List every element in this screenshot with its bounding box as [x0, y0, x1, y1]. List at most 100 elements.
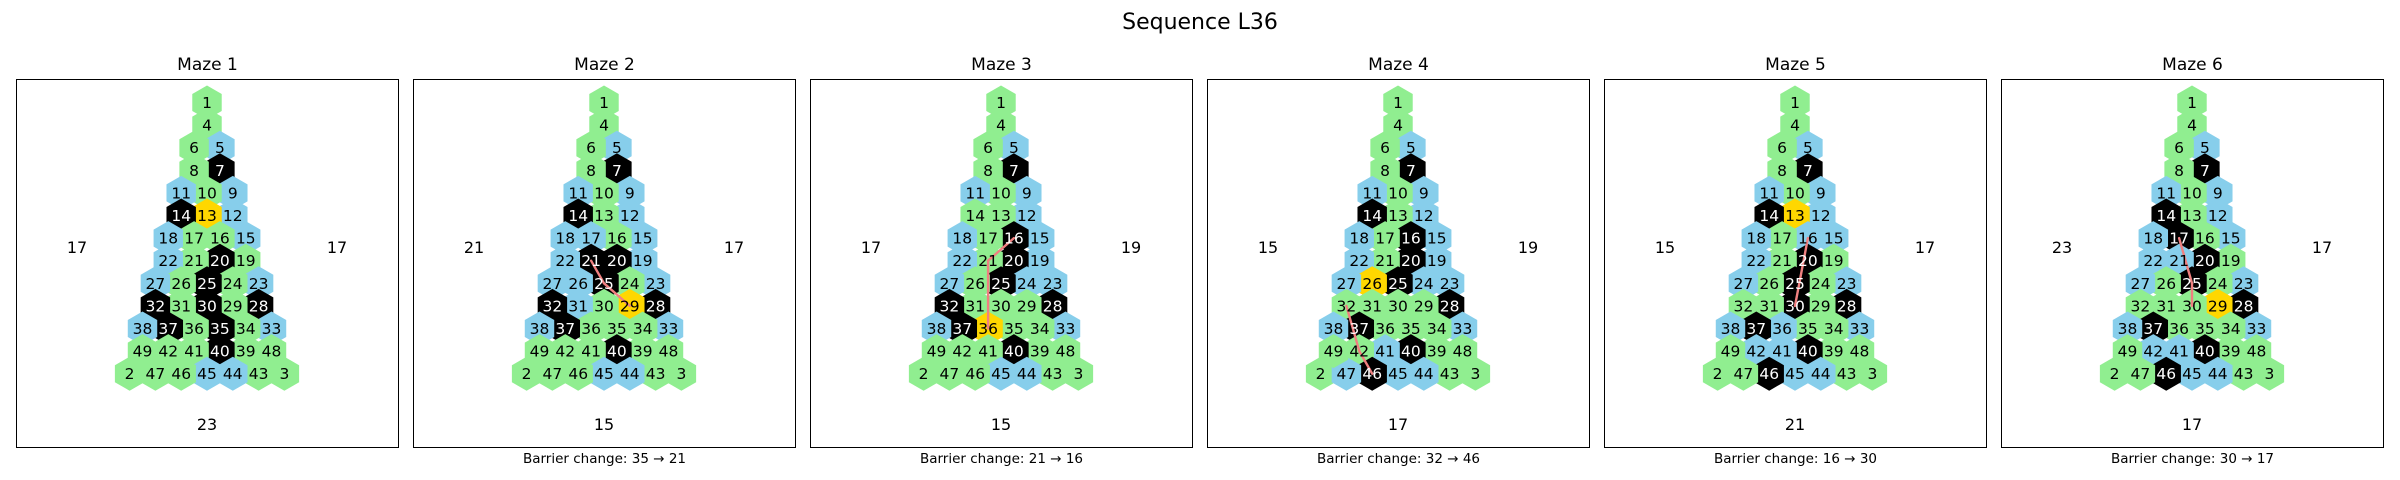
hex-label-2: 2 [919, 365, 929, 383]
hex-cell-41 [576, 334, 606, 369]
hex-cell-17 [576, 221, 606, 256]
hex-label-8: 8 [586, 162, 596, 180]
hex-label-23: 23 [249, 275, 269, 293]
hex-label-31: 31 [568, 297, 588, 315]
hex-label-3: 3 [676, 365, 686, 383]
path-segment [1793, 236, 1810, 308]
hex-cell-5 [205, 130, 235, 165]
hex-cell-6 [179, 130, 209, 165]
hex-label-12: 12 [2208, 207, 2228, 225]
hex-cell-40 [999, 334, 1029, 369]
hex-cell-35 [205, 311, 235, 346]
hex-label-30: 30 [1785, 297, 1805, 315]
maze-2-title: Maze 2 [574, 55, 635, 75]
hex-cell-18 [947, 221, 978, 256]
hex-label-7: 7 [2200, 162, 2210, 180]
hex-cell-41 [1767, 334, 1797, 369]
hex-label-36: 36 [581, 320, 601, 338]
hex-cell-2 [908, 356, 939, 391]
hex-cell-9 [1409, 175, 1439, 210]
hex-label-14: 14 [965, 207, 985, 225]
hex-cell-9 [1806, 175, 1836, 210]
hex-label-44: 44 [1414, 365, 1434, 383]
hex-label-28: 28 [2234, 297, 2254, 315]
hex-cell-1 [192, 85, 222, 120]
hex-label-3: 3 [1073, 365, 1083, 383]
hex-cell-48 [1844, 334, 1875, 369]
hex-label-30: 30 [594, 297, 614, 315]
hex-cell-26 [166, 266, 196, 301]
hex-cell-15 [1024, 221, 1055, 256]
hex-label-44: 44 [620, 365, 640, 383]
hex-label-18: 18 [1746, 230, 1766, 248]
hex-cell-14 [960, 198, 990, 233]
hex-cell-33 [256, 311, 287, 346]
hex-label-42: 42 [1746, 343, 1766, 361]
hex-cell-40 [1396, 334, 1426, 369]
path-segment [986, 236, 1016, 262]
hex-cell-7 [205, 153, 235, 188]
hex-label-14: 14 [1759, 207, 1779, 225]
hex-cell-18 [1741, 221, 1772, 256]
hex-label-38: 38 [1721, 320, 1741, 338]
bottom-side-label: 21 [1785, 415, 1805, 434]
hex-label-36: 36 [1772, 320, 1792, 338]
path-segment [1358, 349, 1374, 375]
hex-label-32: 32 [2131, 297, 2151, 315]
hex-cell-39 [1818, 334, 1849, 369]
hex-label-21: 21 [1375, 252, 1395, 270]
hex-label-25: 25 [1785, 275, 1805, 293]
hex-label-42: 42 [952, 343, 972, 361]
hex-label-31: 31 [1362, 297, 1382, 315]
hex-cell-26 [563, 266, 593, 301]
hex-cell-48 [1050, 334, 1081, 369]
hex-label-24: 24 [620, 275, 640, 293]
hex-cell-22 [153, 243, 184, 278]
hex-label-33: 33 [2247, 320, 2267, 338]
hex-cell-44 [1012, 356, 1042, 391]
hex-label-13: 13 [197, 207, 217, 225]
hex-cell-2 [2099, 356, 2130, 391]
hex-label-8: 8 [983, 162, 993, 180]
hex-label-40: 40 [1401, 343, 1421, 361]
hex-cell-16 [205, 221, 235, 256]
hex-label-35: 35 [1401, 320, 1421, 338]
hex-cell-27 [2125, 266, 2156, 301]
bottom-side-label: 15 [594, 415, 614, 434]
hex-label-24: 24 [1414, 275, 1434, 293]
hex-label-37: 37 [1746, 320, 1766, 338]
hex-label-5: 5 [612, 139, 622, 157]
hex-cell-48 [653, 334, 684, 369]
hex-label-19: 19 [1824, 252, 1844, 270]
hex-label-37: 37 [2143, 320, 2163, 338]
path-lines [986, 236, 1016, 330]
hex-label-28: 28 [1837, 297, 1857, 315]
hex-cell-28 [1831, 288, 1862, 323]
hex-label-42: 42 [1349, 343, 1369, 361]
hex-cell-45 [1780, 356, 1810, 391]
hex-label-8: 8 [189, 162, 199, 180]
hex-cell-39 [1024, 334, 1055, 369]
hex-cell-49 [1318, 334, 1349, 369]
hex-label-4: 4 [202, 117, 212, 135]
hex-cell-35 [1396, 311, 1426, 346]
hex-cell-35 [1793, 311, 1823, 346]
hex-cell-37 [1344, 311, 1375, 346]
hex-label-38: 38 [133, 320, 153, 338]
hex-label-9: 9 [228, 184, 238, 202]
hex-label-42: 42 [158, 343, 178, 361]
maze-5-title: Maze 5 [1765, 55, 1826, 75]
hex-cell-12 [2203, 198, 2233, 233]
hex-label-18: 18 [158, 230, 178, 248]
hex-label-11: 11 [568, 184, 588, 202]
hex-label-2: 2 [1713, 365, 1723, 383]
hex-label-35: 35 [1004, 320, 1024, 338]
hex-cell-24 [1012, 266, 1042, 301]
hex-cell-18 [2138, 221, 2169, 256]
hex-label-25: 25 [1388, 275, 1408, 293]
hex-label-10: 10 [1388, 184, 1408, 202]
hex-cell-21 [2164, 243, 2194, 278]
hex-label-13: 13 [594, 207, 614, 225]
hex-label-38: 38 [1324, 320, 1344, 338]
hex-label-28: 28 [1043, 297, 1063, 315]
